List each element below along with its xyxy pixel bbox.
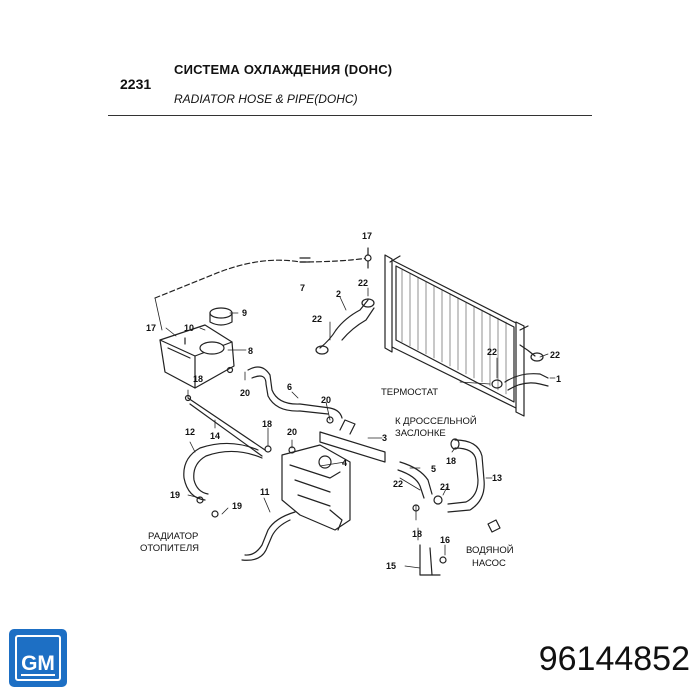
pipe-3	[319, 431, 386, 463]
callout-22e: 22	[393, 479, 403, 489]
hose-6	[247, 366, 343, 419]
gm-logo: GM	[9, 629, 67, 687]
callout-20: 20	[240, 388, 250, 398]
page-number: 2231	[120, 76, 152, 92]
callout-11: 11	[260, 487, 270, 497]
callout-3: 3	[382, 433, 387, 443]
callout-7: 7	[300, 283, 305, 293]
label-heater-2: ОТОПИТЕЛЯ	[140, 543, 199, 554]
callout-17b: 17	[146, 323, 156, 333]
hose-1	[504, 373, 549, 383]
callout-22b: 22	[312, 314, 322, 324]
callout-18c: 18	[446, 456, 456, 466]
callout-4: 4	[342, 458, 347, 468]
label-heater-1: РАДИАТОР	[148, 531, 198, 542]
callout-20b: 20	[321, 395, 331, 405]
callout-6: 6	[287, 382, 292, 392]
hose-5	[399, 461, 433, 495]
title-russian: СИСТЕМА ОХЛАЖДЕНИЯ (DOHC)	[174, 62, 393, 77]
header-divider	[108, 115, 592, 116]
hose-2	[335, 299, 369, 331]
label-pump-1: ВОДЯНОЙ	[466, 544, 514, 556]
title-english: RADIATOR HOSE & PIPE(DOHC)	[174, 92, 358, 106]
callout-5: 5	[431, 464, 436, 474]
pipe-14	[187, 397, 266, 451]
label-throttle-1: К ДРОССЕЛЬНОЙ	[395, 415, 477, 427]
callout-17: 17	[362, 231, 372, 241]
callout-22d: 22	[550, 350, 560, 360]
label-thermostat: ТЕРМОСТАТ	[381, 387, 438, 398]
callout-20c: 20	[287, 427, 297, 437]
callout-9: 9	[242, 308, 247, 318]
callout-21: 21	[440, 482, 450, 492]
gm-logo-text: GM	[21, 652, 55, 676]
coolant-reservoir	[159, 307, 235, 389]
callout-22c: 22	[487, 347, 497, 357]
callout-16: 16	[440, 535, 450, 545]
callout-1: 1	[556, 374, 561, 384]
callout-14: 14	[210, 431, 220, 441]
radiator	[384, 254, 529, 417]
callout-12: 12	[185, 427, 195, 437]
callout-22: 22	[358, 278, 368, 288]
callout-2: 2	[336, 289, 341, 299]
callout-18b: 18	[262, 419, 272, 429]
callout-19b: 19	[232, 501, 242, 511]
part-number: 96144852	[538, 640, 690, 678]
label-pump-2: НАСОС	[472, 558, 506, 569]
callout-8: 8	[248, 346, 253, 356]
engine-housing	[281, 444, 351, 531]
label-throttle-2: ЗАСЛОНКЕ	[395, 428, 446, 439]
callout-13: 13	[492, 473, 502, 483]
hose-11	[244, 511, 296, 556]
hose-13	[447, 439, 485, 513]
hose-12	[183, 442, 259, 501]
callout-10: 10	[184, 323, 194, 333]
callout-18d: 18	[412, 529, 422, 539]
callout-19: 19	[170, 490, 180, 500]
callout-15: 15	[386, 561, 396, 571]
callout-18: 18	[193, 374, 203, 384]
gm-logo-frame: GM	[15, 635, 61, 681]
